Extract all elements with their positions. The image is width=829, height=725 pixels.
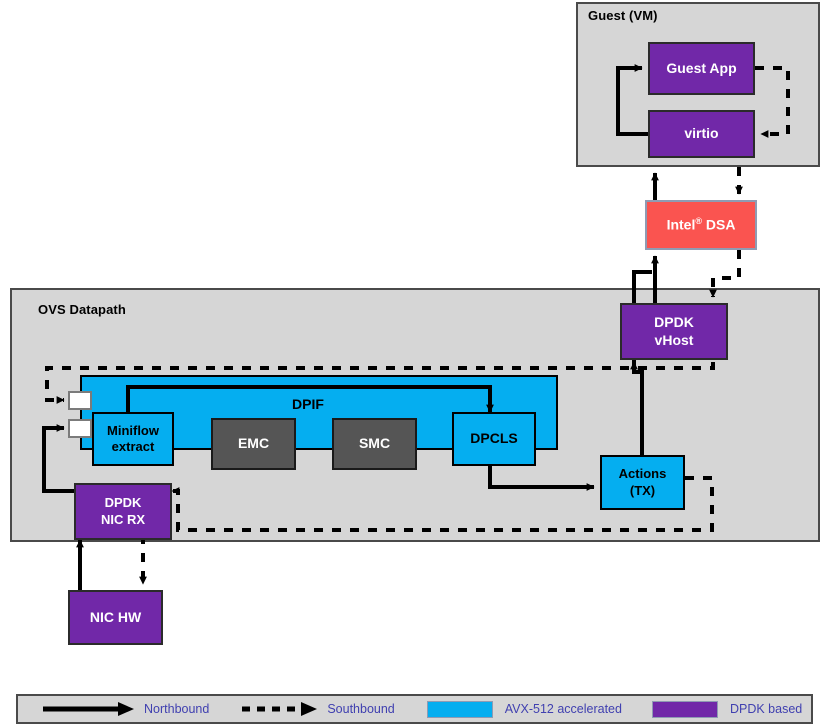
node-guest-app-label: Guest App: [666, 59, 737, 76]
node-nic-hw[interactable]: NIC HW: [68, 590, 163, 645]
node-miniflow-extract-line2: extract: [111, 439, 155, 454]
legend-label-dpdk: DPDK based: [729, 702, 803, 716]
node-intel-dsa-label-prefix: Intel: [666, 216, 696, 233]
legend: Northbound Southbound AVX-512 accelerate…: [16, 694, 813, 724]
node-actions-tx-line1: Actions: [618, 466, 667, 482]
legend-item-dpdk: DPDK based: [651, 696, 803, 722]
node-dpdk-vhost-line2: vHost: [654, 331, 694, 348]
node-intel-dsa-label: Intel® DSA: [667, 216, 736, 234]
legend-item-avx512: AVX-512 accelerated: [426, 696, 622, 722]
node-guest-app[interactable]: Guest App: [648, 42, 755, 95]
node-dpdk-vhost-line1: DPDK: [654, 314, 694, 330]
legend-item-southbound: Southbound: [239, 696, 395, 722]
node-emc-label: EMC: [237, 435, 270, 452]
node-emc[interactable]: EMC: [211, 418, 296, 470]
node-actions-tx[interactable]: Actions (TX): [600, 455, 685, 510]
node-dpif-label: DPIF: [292, 396, 324, 412]
legend-label-southbound: Southbound: [327, 702, 395, 716]
node-smc-label: SMC: [358, 435, 391, 452]
solid-arrow-icon: [43, 702, 134, 716]
legend-label-avx512: AVX-512 accelerated: [504, 702, 622, 716]
container-guest-vm-title: Guest (VM): [588, 8, 658, 23]
node-virtio[interactable]: virtio: [648, 110, 755, 158]
node-nic-hw-label: NIC HW: [89, 608, 142, 625]
registered-trademark-icon: ®: [695, 215, 702, 226]
node-dpdk-nic-rx-line1: DPDK: [104, 495, 142, 511]
dashed-arrow-icon: [242, 702, 318, 716]
node-virtio-label: virtio: [684, 125, 719, 142]
node-dpcls-label: DPCLS: [470, 430, 518, 447]
node-dpcls[interactable]: DPCLS: [452, 412, 536, 466]
node-miniflow-extract-line1: Miniflow: [107, 422, 159, 438]
port-bottom[interactable]: [68, 419, 92, 438]
node-dpdk-nic-rx-line2: NIC RX: [100, 511, 146, 527]
node-intel-dsa-label-suffix: DSA: [701, 216, 736, 233]
node-miniflow-extract[interactable]: Miniflow extract: [92, 412, 174, 466]
port-top[interactable]: [68, 391, 92, 410]
container-ovs-datapath-title: OVS Datapath: [38, 302, 126, 317]
legend-item-northbound: Northbound: [40, 696, 209, 722]
legend-label-northbound: Northbound: [144, 702, 210, 716]
legend-swatch-dpdk: [651, 700, 718, 718]
node-smc[interactable]: SMC: [332, 418, 417, 470]
node-dpdk-vhost[interactable]: DPDK vHost: [620, 303, 728, 360]
legend-swatch-avx512: [426, 700, 493, 718]
node-intel-dsa[interactable]: Intel® DSA: [645, 200, 757, 250]
node-dpdk-nic-rx[interactable]: DPDK NIC RX: [74, 483, 172, 540]
node-actions-tx-line2: (TX): [629, 482, 656, 498]
